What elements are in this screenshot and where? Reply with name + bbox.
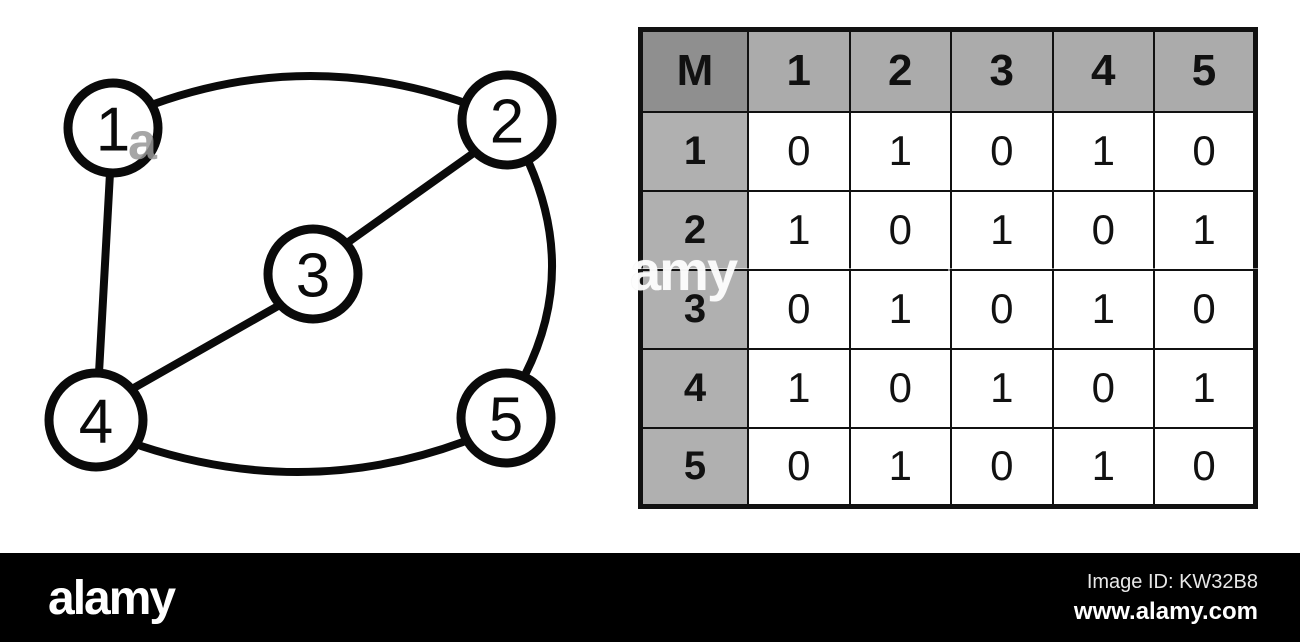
matrix-row-header-3: 3 (639, 268, 749, 350)
matrix-col-header-3: 3 (950, 28, 1054, 113)
matrix-row: 2 1 0 1 0 1 (639, 189, 1257, 271)
node-3-circle[interactable] (263, 224, 363, 324)
alamy-logo: alamy (48, 572, 176, 625)
adjacency-matrix-table: M 1 2 3 4 5 1 0 1 0 1 0 2 1 (638, 27, 1258, 509)
matrix-cell-2-2: 0 (848, 189, 952, 271)
node-4-circle[interactable] (44, 368, 148, 472)
graph-node-4[interactable]: 4 (44, 368, 148, 472)
matrix-cell-1-3: 0 (950, 110, 1054, 192)
adjacency-matrix-panel: M 1 2 3 4 5 1 0 1 0 1 0 2 1 (638, 27, 1258, 509)
graph-node-2[interactable]: 2 (457, 70, 557, 170)
matrix-cell-4-4: 0 (1051, 347, 1155, 429)
matrix-cell-3-5: 0 (1153, 268, 1257, 350)
graph-diagram: 1 2 3 4 5 (44, 70, 557, 477)
matrix-row: 3 0 1 0 1 0 (639, 268, 1257, 350)
alamy-meta-block: Image ID: KW32B8 www.alamy.com (1074, 569, 1258, 628)
matrix-header-row: M 1 2 3 4 5 (639, 28, 1257, 113)
matrix-cell-1-4: 1 (1051, 110, 1155, 192)
matrix-cell-5-5: 0 (1153, 426, 1257, 508)
matrix-cell-2-5: 1 (1153, 189, 1257, 271)
node-1-circle[interactable] (63, 78, 163, 178)
graph-node-3[interactable]: 3 (263, 224, 363, 324)
matrix-cell-5-3: 0 (950, 426, 1054, 508)
node-4-label: 4 (79, 388, 113, 457)
node-3-label: 3 (296, 242, 330, 311)
matrix-cell-4-1: 1 (747, 347, 851, 429)
matrix-cell-2-1: 1 (747, 189, 851, 271)
graph-node-1[interactable]: 1 (63, 78, 163, 178)
matrix-corner-cell: M (639, 28, 749, 113)
matrix-col-header-1: 1 (747, 28, 851, 113)
matrix-cell-3-2: 1 (848, 268, 952, 350)
matrix-row-header-2: 2 (639, 189, 749, 271)
matrix-cell-3-1: 0 (747, 268, 851, 350)
matrix-row: 1 0 1 0 1 0 (639, 110, 1257, 192)
matrix-cell-5-4: 1 (1051, 426, 1155, 508)
node-5-circle[interactable] (456, 368, 556, 468)
graph-node-5[interactable]: 5 (456, 368, 556, 468)
figure-stage: 1 2 3 4 5 a (0, 0, 1258, 553)
matrix-cell-3-4: 1 (1051, 268, 1155, 350)
matrix-row-header-4: 4 (639, 347, 749, 429)
node-5-label: 5 (489, 386, 523, 455)
matrix-col-header-5: 5 (1153, 28, 1257, 113)
edge-3-4 (128, 302, 282, 393)
matrix-col-header-4: 4 (1051, 28, 1155, 113)
edge-4-5 (137, 438, 467, 477)
matrix-cell-4-5: 1 (1153, 347, 1257, 429)
node-1-label: 1 (96, 96, 130, 165)
matrix-cell-1-2: 1 (848, 110, 952, 192)
matrix-row-header-1: 1 (639, 110, 749, 192)
matrix-cell-2-3: 1 (950, 189, 1054, 271)
matrix-cell-5-2: 1 (848, 426, 952, 508)
matrix-cell-4-2: 0 (848, 347, 952, 429)
matrix-cell-4-3: 1 (950, 347, 1054, 429)
edge-2-5 (521, 159, 556, 379)
matrix-cell-2-4: 0 (1051, 189, 1155, 271)
matrix-cell-5-1: 0 (747, 426, 851, 508)
matrix-col-header-2: 2 (848, 28, 952, 113)
graph-nodes: 1 2 3 4 5 (44, 70, 557, 472)
matrix-row: 4 1 0 1 0 1 (639, 347, 1257, 429)
edge-1-2 (150, 72, 472, 108)
matrix-row-header-5: 5 (639, 426, 749, 508)
matrix-row: 5 0 1 0 1 0 (639, 426, 1257, 508)
matrix-cell-1-1: 0 (747, 110, 851, 192)
edge-2-3 (343, 148, 479, 247)
alamy-image-id: Image ID: KW32B8 (1086, 571, 1258, 593)
alamy-footer-bar: alamy Image ID: KW32B8 www.alamy.com (0, 553, 1300, 642)
matrix-cell-3-3: 0 (950, 268, 1054, 350)
alamy-url: www.alamy.com (1073, 598, 1258, 625)
graph-edges (95, 72, 556, 477)
graph-panel: 1 2 3 4 5 (0, 0, 620, 553)
node-2-circle[interactable] (457, 70, 557, 170)
edge-1-4 (95, 169, 114, 377)
node-2-label: 2 (490, 88, 524, 157)
matrix-cell-1-5: 0 (1153, 110, 1257, 192)
